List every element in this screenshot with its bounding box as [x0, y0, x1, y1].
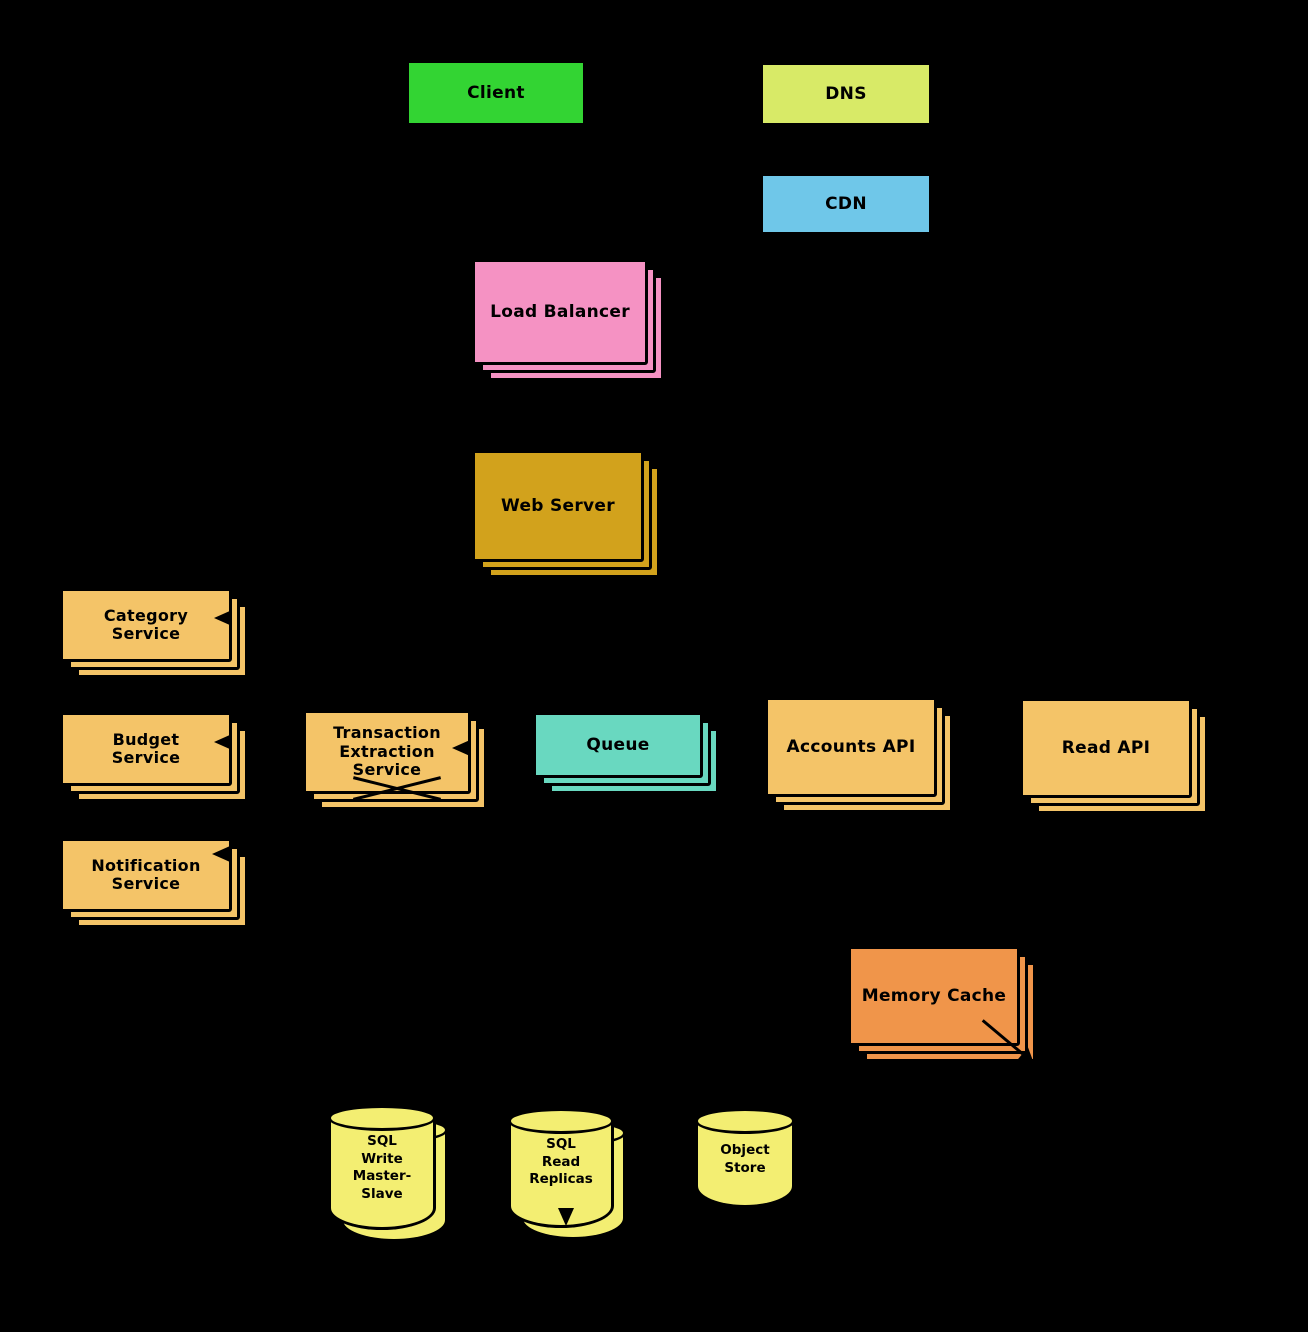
arrowhead-icon: [452, 740, 470, 756]
object-store-node: Object Store: [695, 1108, 795, 1208]
category-service-node: Category Service: [60, 588, 248, 678]
notification-service-node: Notification Service: [60, 838, 248, 928]
category-service-label: Category Service: [103, 605, 189, 643]
web-server-label: Web Server: [501, 495, 615, 516]
load-balancer-label: Load Balancer: [490, 301, 630, 322]
queue-node: Queue: [533, 712, 719, 794]
cdn-box: CDN: [760, 173, 932, 235]
budget-service-node: Budget Service: [60, 712, 248, 802]
load-balancer-node: Load Balancer: [472, 259, 664, 381]
client-box: Client: [406, 60, 586, 126]
sql-read-replicas-node: SQL Read Replicas: [508, 1108, 626, 1240]
cylinder-top: [508, 1108, 614, 1134]
cylinder-body: [695, 1120, 795, 1208]
category-service-box: Category Service: [60, 588, 232, 662]
dns-label: DNS: [825, 83, 867, 104]
transaction-extraction-service-box: Transaction Extraction Service: [303, 710, 471, 794]
arrowhead-icon: [214, 610, 232, 626]
client-node: Client: [406, 60, 586, 126]
crossed-connector-lines: [352, 770, 442, 804]
accounts-api-box: Accounts API: [765, 697, 937, 797]
cylinder-top: [328, 1105, 436, 1131]
budget-service-label: Budget Service: [111, 729, 181, 767]
load-balancer-box: Load Balancer: [472, 259, 648, 365]
arrowhead-icon: [214, 734, 232, 750]
object-store-label: Object Store: [720, 1142, 770, 1176]
dns-box: DNS: [760, 62, 932, 126]
web-server-node: Web Server: [472, 450, 660, 578]
read-api-label: Read API: [1061, 737, 1151, 758]
arrowhead-icon: [558, 1208, 574, 1226]
cdn-node: CDN: [760, 173, 932, 235]
sql-write-master-slave-cylinder: SQL Write Master- Slave: [328, 1105, 436, 1230]
accounts-api-node: Accounts API: [765, 697, 953, 813]
client-label: Client: [467, 82, 525, 103]
memory-cache-node: Memory Cache: [848, 946, 1036, 1062]
queue-box: Queue: [533, 712, 703, 778]
sql-read-replicas-label: SQL Read Replicas: [529, 1136, 593, 1188]
cdn-label: CDN: [825, 193, 867, 214]
dns-node: DNS: [760, 62, 932, 126]
sql-write-master-slave-label: SQL Write Master- Slave: [352, 1133, 412, 1202]
object-store-cylinder: Object Store: [695, 1108, 795, 1208]
transaction-extraction-service-label: Transaction Extraction Service: [333, 723, 441, 780]
budget-service-box: Budget Service: [60, 712, 232, 786]
cylinder-body: [328, 1117, 436, 1230]
read-api-node: Read API: [1020, 698, 1208, 814]
memory-cache-box: Memory Cache: [848, 946, 1020, 1046]
arrowhead-icon: [212, 846, 230, 862]
accounts-api-label: Accounts API: [786, 736, 916, 757]
web-server-box: Web Server: [472, 450, 644, 562]
sql-write-master-slave-node: SQL Write Master- Slave SQL Write Master…: [328, 1105, 448, 1242]
notification-service-box: Notification Service: [60, 838, 232, 912]
notification-service-label: Notification Service: [91, 855, 201, 893]
cylinder-top: [695, 1108, 795, 1134]
memory-cache-label: Memory Cache: [861, 985, 1007, 1006]
queue-label: Queue: [586, 734, 650, 755]
read-api-box: Read API: [1020, 698, 1192, 798]
